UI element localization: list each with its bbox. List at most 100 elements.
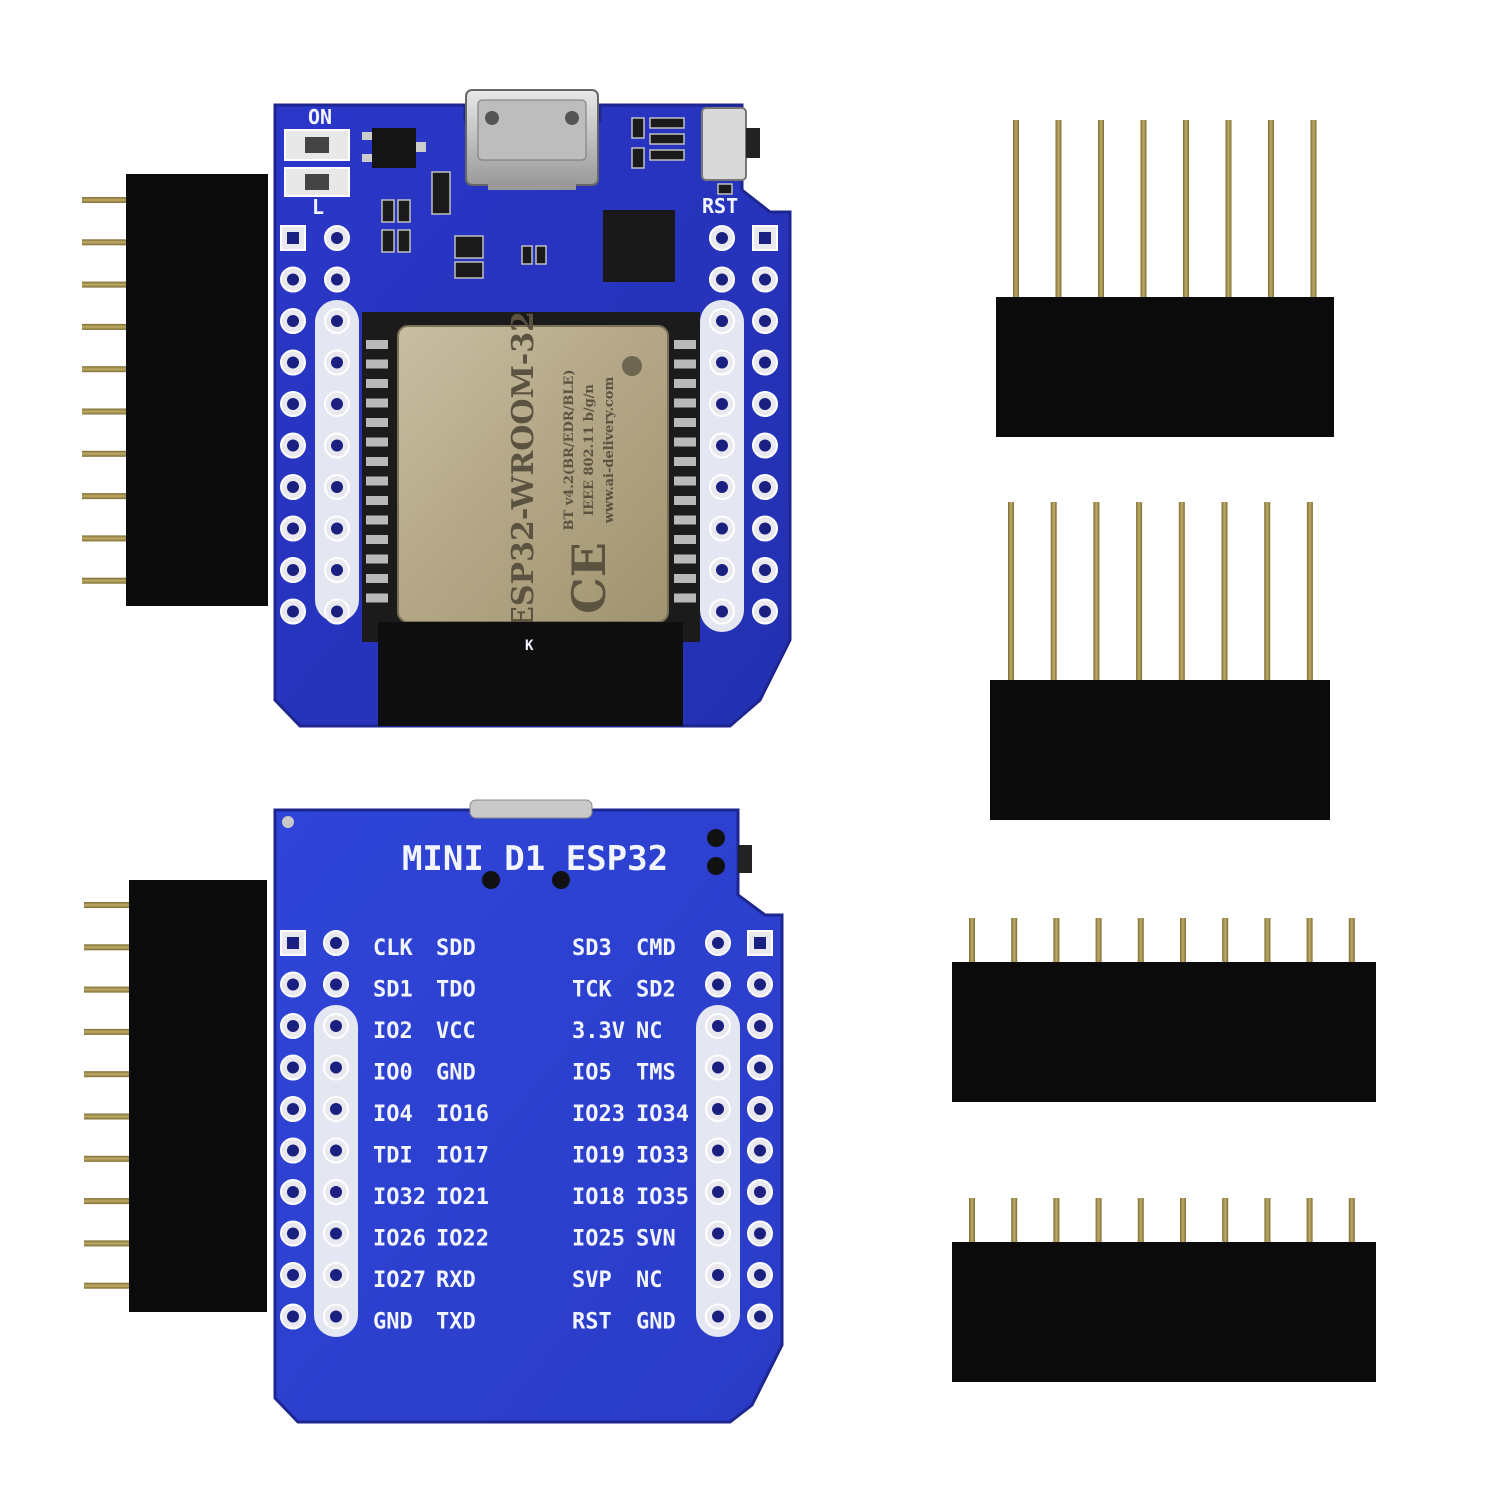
- pin-label: IO34: [636, 1102, 689, 1127]
- smd-part: [649, 117, 685, 129]
- castellation: [366, 476, 388, 486]
- smd-part: [631, 147, 645, 169]
- header-pin: [84, 1240, 132, 1247]
- header-pin: [1055, 120, 1062, 300]
- pad-hole: [712, 1020, 724, 1032]
- regulator-chip: [362, 128, 426, 168]
- castellation: [674, 593, 696, 603]
- header-pin: [1222, 1198, 1229, 1246]
- pin-label: NC: [636, 1268, 663, 1293]
- header-body: [129, 880, 267, 1312]
- header-pin: [1225, 120, 1232, 300]
- header-pin: [1306, 918, 1313, 966]
- pin-label: SD2: [636, 978, 676, 1003]
- header-pins: [1013, 120, 1317, 300]
- header-body: [952, 962, 1376, 1102]
- smd-part: [717, 183, 733, 195]
- pad-hole: [287, 232, 299, 244]
- smd-part: [521, 245, 533, 265]
- pad-hole: [287, 273, 299, 286]
- pad-hole: [330, 1103, 342, 1115]
- label-l: L: [312, 195, 324, 219]
- castellation: [366, 457, 388, 466]
- reset-button-edge: [738, 845, 752, 873]
- header-pin: [84, 986, 132, 993]
- via: [707, 857, 725, 875]
- pad-hole: [287, 315, 299, 327]
- pad-hole: [287, 1269, 299, 1281]
- pad-hole: [330, 1061, 342, 1074]
- header-body: [990, 680, 1330, 820]
- pad-hole: [330, 937, 342, 949]
- header-pin: [84, 1198, 132, 1205]
- pin-label: CMD: [636, 936, 676, 961]
- female-header-8pin-2: [990, 502, 1330, 820]
- castellation: [366, 496, 388, 505]
- top-pcb-board: ON L RST ESP32-WROOM-32: [82, 89, 792, 728]
- castellation: [366, 437, 388, 447]
- pad-hole: [331, 273, 343, 286]
- header-pin: [82, 239, 130, 246]
- pad-hole: [287, 1310, 299, 1323]
- header-pin: [1137, 1198, 1144, 1246]
- pin-label: IO26: [373, 1227, 426, 1252]
- pad-hole: [716, 356, 728, 369]
- header-pin: [1348, 1198, 1355, 1246]
- header-pin: [1310, 120, 1317, 300]
- pad-hole: [754, 1186, 766, 1198]
- header-pin: [1013, 120, 1019, 300]
- pad-hole: [716, 273, 728, 286]
- pad-hole: [712, 937, 724, 949]
- smd-part: [381, 229, 395, 253]
- pad-hole: [330, 1227, 342, 1240]
- pad-hole: [287, 1227, 299, 1240]
- pad-hole: [287, 481, 299, 493]
- header-pin: [1095, 918, 1102, 966]
- pad-hole: [759, 522, 771, 535]
- header-pin: [1008, 502, 1014, 684]
- pad-hole: [754, 1144, 766, 1157]
- header-pin: [82, 281, 130, 288]
- pin-label: IO35: [636, 1185, 689, 1210]
- header-body: [996, 297, 1334, 437]
- pad-hole: [330, 1144, 342, 1157]
- header-pin: [1264, 918, 1271, 966]
- castellation: [366, 515, 388, 525]
- pin-label: RST: [572, 1310, 612, 1335]
- header-pin: [1140, 120, 1147, 300]
- header-pin: [82, 323, 130, 330]
- pad-hole: [287, 356, 299, 369]
- castellation: [674, 340, 696, 349]
- pin-label: SD3: [572, 936, 612, 961]
- pin-holes: [280, 225, 778, 632]
- pad-hole: [712, 1103, 724, 1115]
- pad-hole: [759, 232, 771, 244]
- castellation: [674, 476, 696, 486]
- label-on: ON: [308, 105, 332, 129]
- pad-hole: [712, 978, 724, 991]
- header-pin: [84, 1282, 132, 1289]
- pad-hole: [330, 1269, 342, 1281]
- ce-mark: CE: [562, 542, 616, 614]
- header-pin: [1348, 918, 1355, 966]
- smd-part: [454, 235, 484, 259]
- smd-part: [397, 199, 411, 223]
- pin-label: IO17: [436, 1144, 489, 1169]
- pad-hole: [716, 315, 728, 327]
- castellation: [674, 437, 696, 447]
- pin-label: SDD: [436, 936, 476, 961]
- pad-hole: [754, 1227, 766, 1240]
- castellation: [674, 359, 696, 369]
- header-pins: [84, 902, 132, 1289]
- header-pins: [82, 197, 130, 584]
- pin-label: IO18: [572, 1185, 625, 1210]
- pin-label: SVN: [636, 1227, 676, 1252]
- castellation: [366, 574, 388, 583]
- pad-hole: [759, 356, 771, 369]
- led-on: [305, 137, 329, 153]
- pin-label: IO22: [436, 1227, 489, 1252]
- header-pin: [1180, 918, 1186, 966]
- pin-label: TDO: [436, 978, 476, 1003]
